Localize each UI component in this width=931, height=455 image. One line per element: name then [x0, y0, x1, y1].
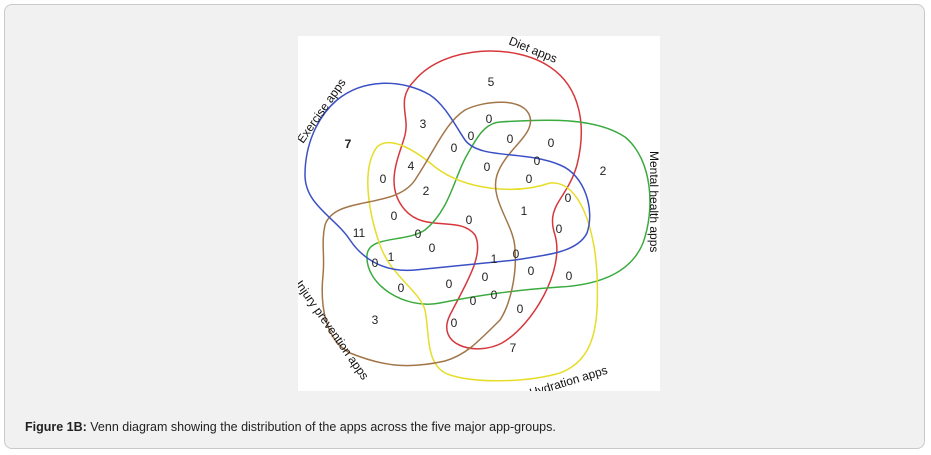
region-count: 0: [470, 294, 477, 308]
region-count: 0: [484, 160, 491, 174]
region-count: 4: [408, 159, 415, 173]
region-count: 5: [488, 75, 495, 89]
region-count: 1: [491, 252, 498, 266]
region-count: 0: [513, 247, 520, 261]
region-count: 0: [565, 191, 572, 205]
region-count: 0: [468, 129, 475, 143]
set-label-mental-health-apps: Mental health apps: [647, 151, 660, 252]
region-count: 0: [566, 269, 573, 283]
exercise-apps-outline: [304, 82, 591, 272]
region-count: 2: [423, 184, 430, 198]
region-count: 0: [380, 172, 387, 186]
region-count: 1: [388, 250, 395, 264]
venn-diagram: Diet apps Mental health apps Hydration a…: [298, 36, 660, 391]
region-count: 0: [451, 316, 458, 330]
region-count: 0: [398, 281, 405, 295]
region-count: 7: [345, 137, 352, 151]
region-count: 0: [429, 241, 436, 255]
caption-label: Figure 1B:: [25, 420, 87, 434]
region-count: 0: [517, 302, 524, 316]
injury-prevention-apps-outline: [321, 101, 532, 367]
set-label-exercise-apps: Exercise apps: [298, 76, 349, 146]
caption-text: Venn diagram showing the distribution of…: [86, 420, 556, 434]
region-count: 0: [507, 132, 514, 146]
region-count: 0: [491, 288, 498, 302]
set-label-injury-prevention-apps: Injury prevention apps: [298, 278, 372, 383]
region-count: 2: [600, 164, 607, 178]
figure-frame: Diet apps Mental health apps Hydration a…: [4, 4, 925, 449]
region-count: 0: [528, 264, 535, 278]
region-count: 7: [510, 341, 517, 355]
region-count: 3: [372, 313, 379, 327]
region-count: 0: [391, 209, 398, 223]
region-count: 0: [451, 141, 458, 155]
figure-caption: Figure 1B: Venn diagram showing the dist…: [25, 420, 905, 434]
region-count: 0: [415, 227, 422, 241]
region-count: 0: [466, 213, 473, 227]
region-count: 0: [486, 112, 493, 126]
hydration-apps-outline: [367, 141, 599, 382]
region-count: 11: [353, 226, 366, 240]
region-count: 1: [521, 204, 528, 218]
diet-apps-outline: [393, 50, 583, 350]
region-count: 0: [556, 222, 563, 236]
region-count: 0: [446, 277, 453, 291]
set-label-diet-apps: Diet apps: [507, 36, 559, 66]
region-count: 0: [534, 154, 541, 168]
region-count: 0: [372, 256, 379, 270]
region-count: 0: [482, 270, 489, 284]
mental-health-apps-outline: [366, 119, 651, 305]
region-count: 3: [420, 117, 427, 131]
region-count: 0: [526, 172, 533, 186]
region-count: 0: [548, 136, 555, 150]
venn-diagram-panel: Diet apps Mental health apps Hydration a…: [298, 36, 660, 391]
